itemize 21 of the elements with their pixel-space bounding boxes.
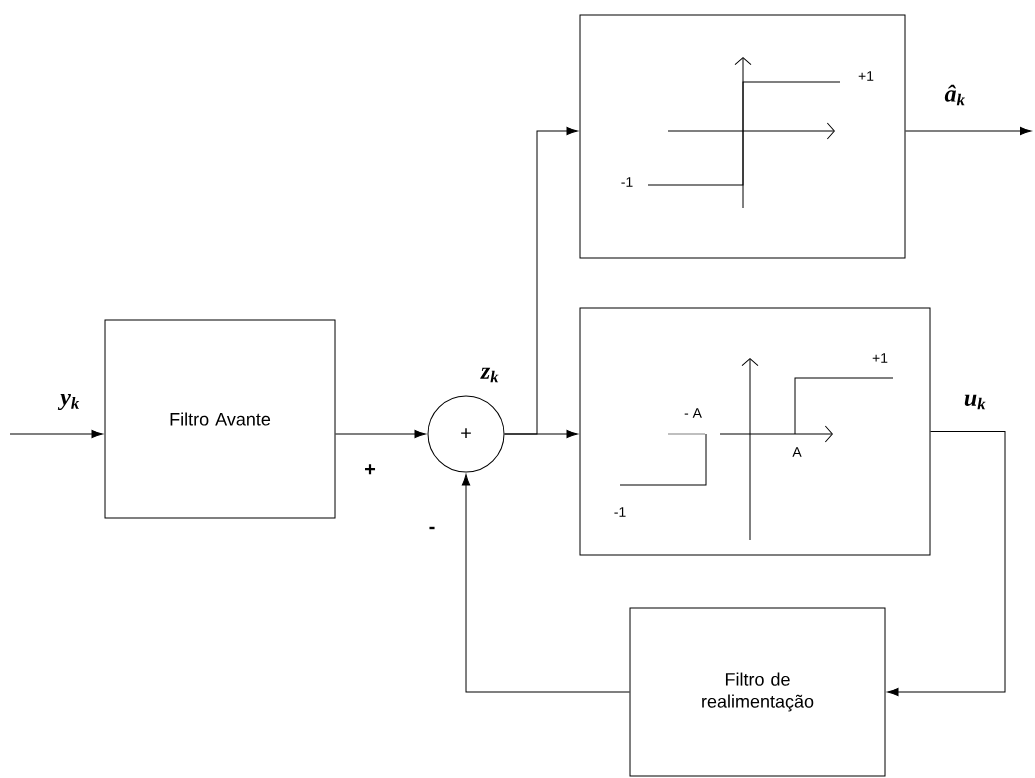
filter-box: Filtro de realimentação — [629, 607, 886, 777]
edge-label: + — [365, 464, 376, 475]
arrow — [887, 431, 1006, 697]
edge-label: â$_{k}$ — [944, 84, 965, 106]
edge-label: - — [429, 526, 435, 530]
level-label: A — [792, 447, 802, 457]
level-label: +1 — [872, 353, 888, 363]
arrow — [905, 126, 1032, 136]
edge-label: y$_{k}$ — [57, 393, 80, 411]
arrow — [9, 429, 103, 439]
level-label: -1 — [621, 177, 633, 187]
level-label: - A — [684, 408, 702, 418]
edge-label: z$_{k}$ — [480, 367, 499, 383]
edge-label: u$_{k}$ — [964, 394, 986, 410]
level-label: -1 — [614, 507, 626, 517]
filter-box: Filtro Avante — [104, 319, 336, 519]
arrow — [461, 474, 630, 693]
level-label: +1 — [858, 71, 874, 81]
arrow — [504, 429, 578, 439]
arrow — [335, 429, 426, 439]
summing-junction: + — [427, 395, 505, 473]
